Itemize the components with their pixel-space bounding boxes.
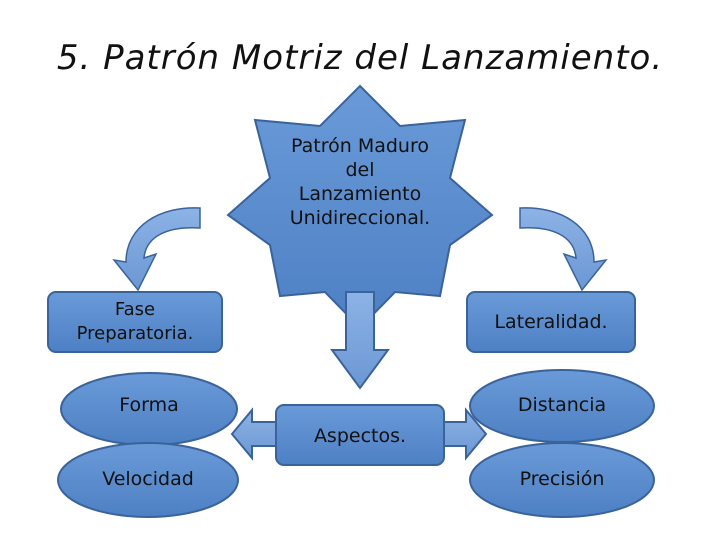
down-arrow	[330, 291, 390, 390]
ellipse-forma-label: Forma	[119, 394, 179, 416]
center-line-3: Lanzamiento	[298, 183, 422, 205]
right-box	[466, 291, 636, 353]
ellipse-velocidad-label: Velocidad	[102, 468, 194, 490]
right-arrow	[443, 407, 488, 461]
left-box-text: Fase Preparatoria.	[48, 298, 222, 346]
left-box	[47, 291, 223, 353]
ellipse-precision	[469, 442, 655, 518]
ellipse-distancia-label: Distancia	[517, 394, 607, 416]
center-box	[275, 404, 445, 466]
center-star-text: Patrón Maduro del Lanzamiento Unidirecci…	[250, 134, 470, 230]
slide-title: 5. Patrón Motriz del Lanzamiento.	[56, 38, 664, 78]
ellipse-velocidad	[57, 442, 239, 518]
left-box-line-2: Preparatoria.	[76, 323, 194, 344]
curved-arrow-right	[519, 207, 608, 292]
ellipse-precision-label: Precisión	[519, 468, 605, 490]
center-line-2: del	[345, 159, 375, 181]
curved-arrow-left	[112, 207, 201, 292]
center-line-4: Unidireccional.	[289, 207, 431, 229]
right-box-label: Lateralidad.	[494, 311, 608, 333]
left-box-line-1: Fase	[114, 299, 156, 320]
center-line-1: Patrón Maduro	[291, 135, 429, 157]
left-arrow	[230, 407, 277, 461]
center-box-label: Aspectos.	[313, 425, 407, 447]
